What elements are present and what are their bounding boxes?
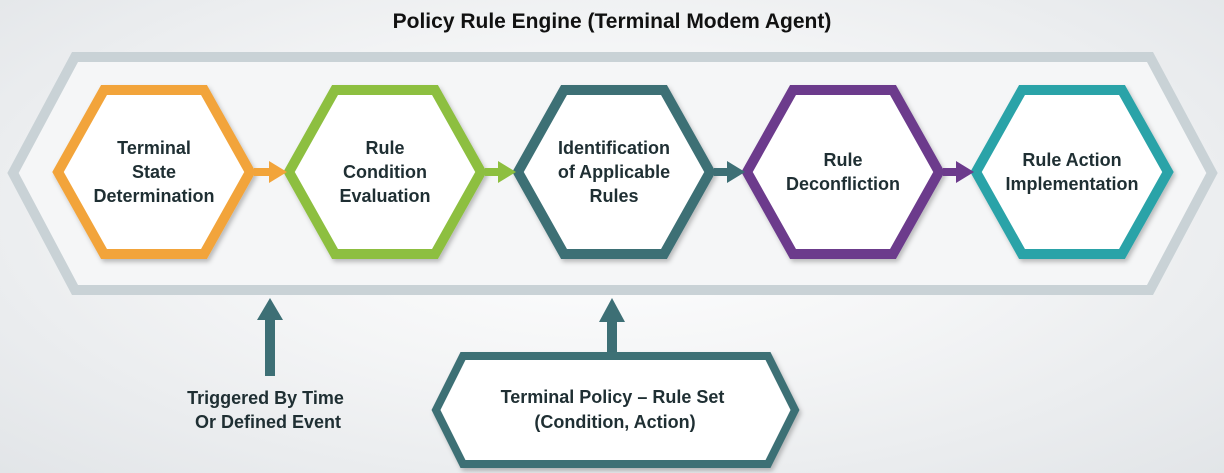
- stage-label-line: Evaluation: [339, 186, 430, 206]
- stage-label-line: Deconfliction: [786, 174, 900, 194]
- rule-set-label-line-1: Terminal Policy – Rule Set: [501, 387, 725, 407]
- stage-label-line: Implementation: [1005, 174, 1138, 194]
- trigger-label-line-2: Or Defined Event: [195, 412, 341, 432]
- stage-label-line: Terminal: [117, 138, 191, 158]
- stage-hexagon: [512, 85, 716, 259]
- rule-set-box: [431, 352, 800, 468]
- connector-arrow: [254, 161, 287, 183]
- connector-arrow: [943, 161, 974, 183]
- diagram-title: Policy Rule Engine (Terminal Modem Agent…: [393, 10, 832, 33]
- trigger-arrow: [257, 298, 283, 376]
- stage-label-line: Rule: [823, 150, 862, 170]
- rule-set-arrow: [599, 298, 625, 355]
- stage-hexagon: [970, 85, 1174, 259]
- stage-hexagon: [52, 85, 256, 259]
- stage-label-line: Rules: [589, 186, 638, 206]
- stage-label-line: State: [132, 162, 176, 182]
- stage-label-line: Rule: [365, 138, 404, 158]
- stage-label-line: Rule Action: [1022, 150, 1121, 170]
- connector-arrow: [485, 161, 516, 183]
- stage-label-line: Condition: [343, 162, 427, 182]
- connector-arrow: [714, 161, 745, 183]
- connectors-group: [254, 161, 974, 183]
- stage-hexagon: [283, 85, 487, 259]
- stage-label-line: of Applicable: [558, 162, 670, 182]
- rule-set-label: Terminal Policy – Rule Set (Condition, A…: [501, 387, 730, 432]
- stage-label-line: Determination: [93, 186, 214, 206]
- rule-set-label-line-2: (Condition, Action): [534, 412, 695, 432]
- trigger-label-line-1: Triggered By Time: [187, 388, 344, 408]
- trigger-label: Triggered By Time Or Defined Event: [187, 388, 349, 432]
- stage-label-line: Identification: [558, 138, 670, 158]
- stage-hexagon: [741, 85, 945, 259]
